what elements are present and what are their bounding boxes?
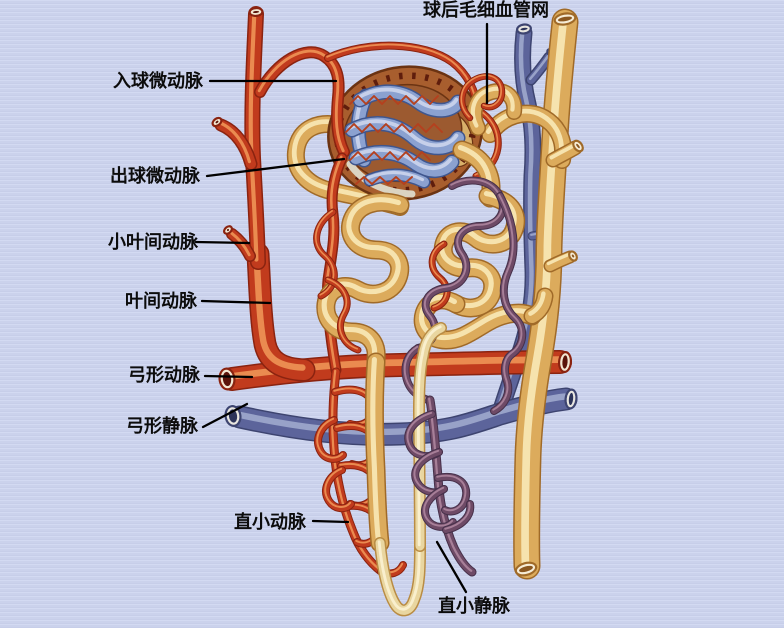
interlobular-artery-vessel (211, 6, 266, 270)
label-vasa-recta-venule: 直小静脉 (438, 595, 511, 616)
vein-cut-end (516, 23, 532, 35)
artery-cut-end (223, 225, 233, 235)
artery-cut-end (248, 6, 264, 18)
vein-cut-end (564, 388, 578, 410)
label-arcuate-vein: 弓形静脉 (126, 415, 199, 436)
label-peritubular-capillary-network: 球后毛细血管网 (423, 0, 549, 20)
labels: 球后毛细血管网 入球微动脉 出球微动脉 小叶间动脉 叶间动脉 弓形动脉 弓形静脉… (108, 0, 549, 616)
vasa-recta-venous-network (404, 395, 477, 577)
tubule-capillaries-arterial (313, 73, 506, 354)
capillary-tuft (344, 84, 466, 189)
label-interlobular-artery: 小叶间动脉 (108, 231, 199, 252)
leader-line-vasa-recta-venule (435, 540, 468, 594)
interlobar-artery-vessel (246, 242, 316, 382)
label-interlobar-artery: 叶间动脉 (125, 290, 198, 311)
leader-line-interlobar-artery (200, 299, 272, 305)
leader-line-interlobular-artery (194, 240, 251, 245)
tubule-cut-end (572, 139, 584, 153)
tubule-cut-end (553, 12, 577, 26)
leader-line-arcuate-artery (203, 374, 254, 379)
leader-line-arcuate-vein (201, 402, 249, 429)
label-vasa-recta-arteriole: 直小动脉 (234, 511, 307, 532)
label-arcuate-artery: 弓形动脉 (128, 364, 201, 385)
leader-lines (194, 22, 489, 594)
distal-tubule-coils (316, 192, 410, 370)
vein-cut-end (224, 405, 242, 427)
label-afferent-arteriole: 入球微动脉 (113, 70, 204, 91)
label-efferent-arteriole: 出球微动脉 (110, 165, 201, 186)
artery-cut-end (211, 116, 223, 128)
artery-cut-end (557, 351, 573, 373)
loop-of-henle (365, 322, 447, 617)
leader-line-vasa-recta-arteriole (311, 519, 350, 524)
vasa-recta-arterial-network (314, 367, 407, 578)
tubule-cut-end (514, 561, 538, 577)
afferent-arteriole-vessel (254, 46, 350, 158)
leader-line-efferent-arteriole (205, 157, 346, 178)
tubule-cut-end (568, 250, 578, 262)
